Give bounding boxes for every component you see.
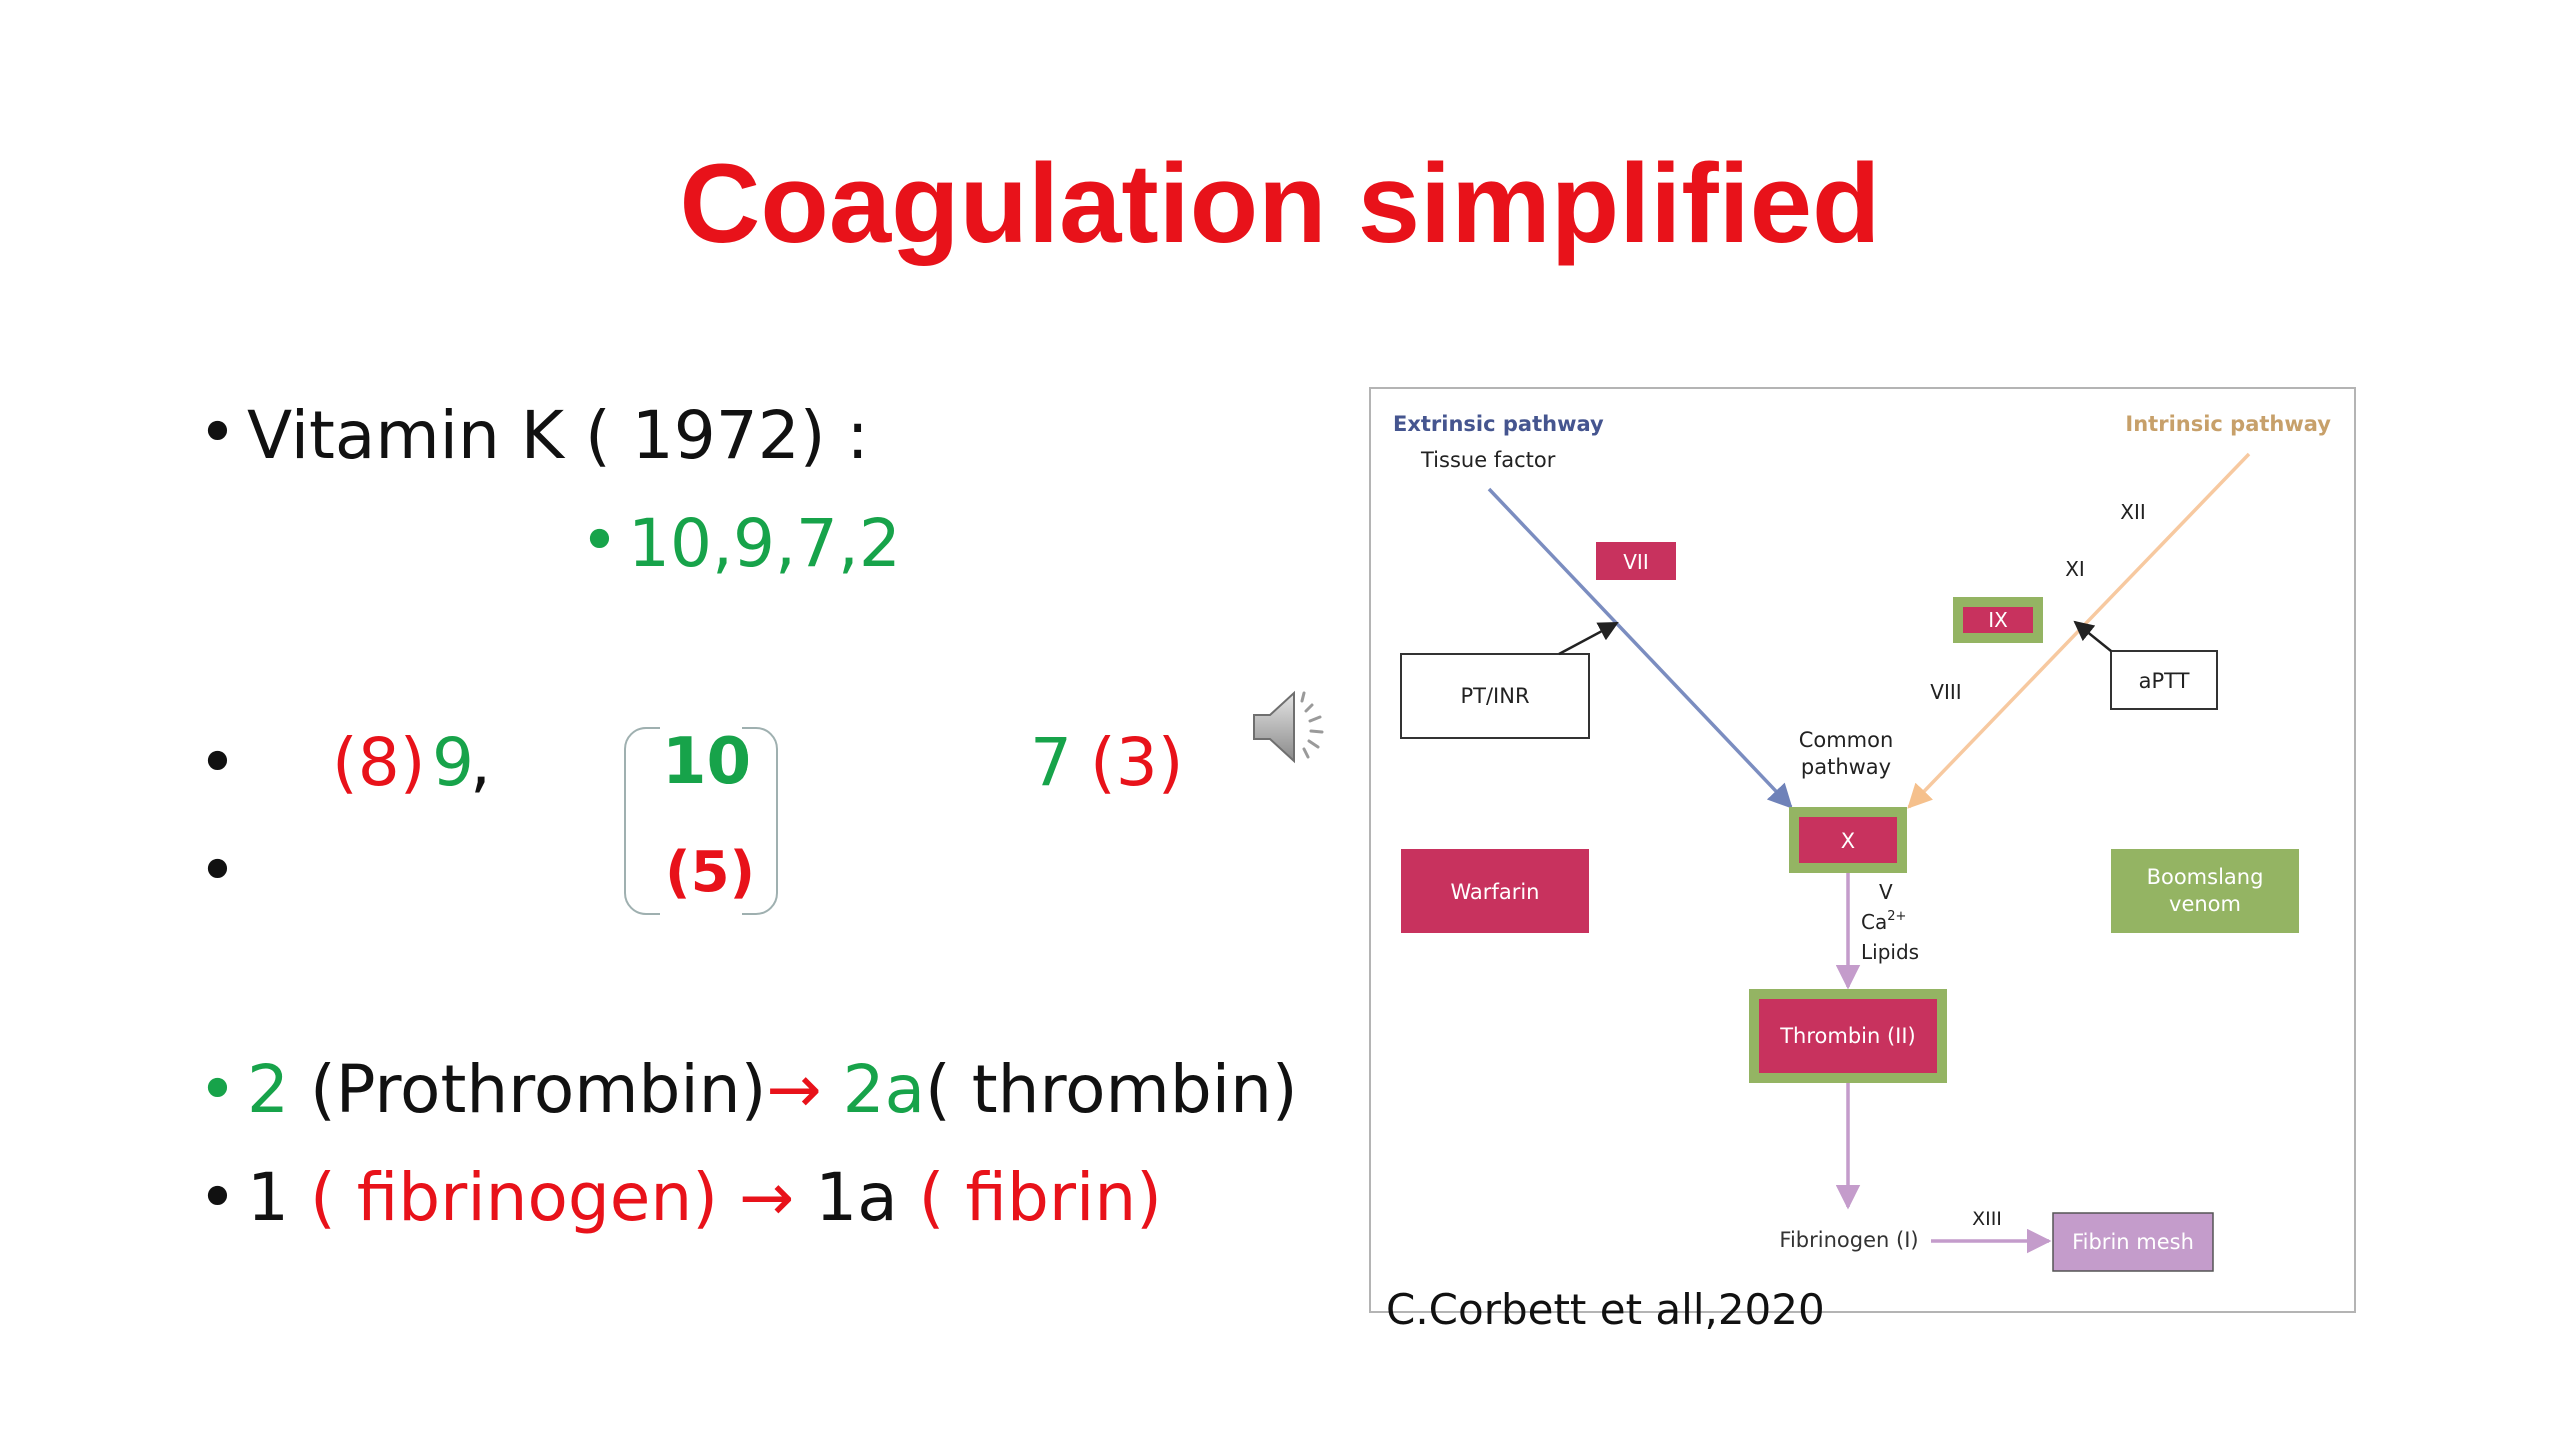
venom-label: venom: [2169, 892, 2241, 916]
fibrin-mesh-label: Fibrin mesh: [2072, 1230, 2194, 1254]
arrow-icon: →: [766, 1051, 822, 1128]
factor-10-label-overlay: 10: [662, 725, 752, 799]
factor-vii-box: [1596, 542, 1676, 580]
prothrombin-label: (Prothrombin): [309, 1051, 767, 1128]
bullet-marker: •: [580, 502, 619, 579]
comma: ,: [470, 724, 491, 801]
fibrin-label: ( fibrin): [918, 1159, 1162, 1236]
factor-ix-label: IX: [1988, 608, 2008, 632]
thrombin-label: ( thrombin): [925, 1051, 1298, 1128]
bullet-marker: •: [198, 1159, 237, 1236]
slide-title: Coagulation simplified: [679, 141, 1881, 266]
factor-8-label: (8): [332, 724, 426, 801]
calcium-label: Ca2+: [1861, 909, 1906, 934]
factor-xii-label: XII: [2120, 500, 2146, 524]
thrombin-label: Thrombin (II): [1779, 1024, 1916, 1048]
factor-vii-label: VII: [1623, 550, 1648, 574]
bullet-marker: •: [198, 832, 237, 909]
bullet-fibrinogen: 1 ( fibrinogen) → 1a ( fibrin): [247, 1165, 1162, 1231]
pt-inr-box: [1400, 653, 1590, 739]
coagulation-diagram: Extrinsic pathway Intrinsic pathway Tiss…: [1369, 387, 2356, 1313]
factor-3-label: (3): [1090, 724, 1184, 801]
bullet-factor-list: 10,9,7,2: [628, 505, 901, 582]
fibrinogen-label: ( fibrinogen): [309, 1159, 718, 1236]
boomslang-venom-box: [2111, 849, 2299, 933]
warfarin-label: Warfarin: [1451, 880, 1540, 904]
factor-2-label: 2: [247, 1051, 289, 1128]
pt-inr-label: PT/INR: [1460, 684, 1529, 708]
factor-5-label: (5): [665, 840, 756, 905]
factor-7-label: 7: [1030, 724, 1072, 801]
bullet-marker: •: [198, 394, 237, 471]
aptt-box: [2110, 650, 2218, 710]
extrinsic-pathway-label: Extrinsic pathway: [1393, 412, 1604, 436]
common-pathway-label: Common: [1799, 728, 1894, 752]
intrinsic-pathway-label: Intrinsic pathway: [2125, 412, 2331, 436]
tissue-factor-label: Tissue factor: [1420, 448, 1556, 472]
bullet-vitamin-k: Vitamin K ( 1972) :: [247, 397, 869, 474]
factor-2a-label: 2a: [842, 1051, 926, 1128]
factor-9-label: 9: [432, 724, 474, 801]
bullet-marker: •: [198, 724, 237, 801]
factor-1a-label: 1a: [815, 1159, 898, 1236]
aptt-label: aPTT: [2139, 669, 2190, 693]
fibrinogen-label: Fibrinogen (I): [1779, 1228, 1918, 1252]
factor-xiii-label: XIII: [1972, 1208, 2002, 1230]
common-pathway-label-2: pathway: [1801, 755, 1891, 779]
bullet-marker: •: [198, 1051, 237, 1128]
factor-x-label: X: [1841, 829, 1855, 853]
fibrin-mesh-box: [2052, 1212, 2214, 1272]
coagulation-diagram-svg: Extrinsic pathway Intrinsic pathway Tiss…: [1393, 412, 2331, 1272]
citation: C.Corbett et all,2020: [1386, 1285, 1825, 1334]
factor-v-label: V: [1879, 880, 1893, 904]
factor-xi-label: XI: [2065, 557, 2085, 581]
bullet-prothrombin: 2 (Prothrombin)→ 2a( thrombin): [247, 1057, 1298, 1123]
factor-1-label: 1: [247, 1159, 289, 1236]
extrinsic-pathway-arrow: [1487, 487, 1793, 809]
arrow-icon: →: [738, 1159, 795, 1236]
boomslang-label: Boomslang: [2147, 865, 2264, 889]
speaker-icon[interactable]: [1250, 685, 1340, 769]
warfarin-box: [1401, 849, 1589, 933]
lipids-label: Lipids: [1861, 940, 1919, 964]
factor-viii-label: VIII: [1930, 680, 1961, 704]
